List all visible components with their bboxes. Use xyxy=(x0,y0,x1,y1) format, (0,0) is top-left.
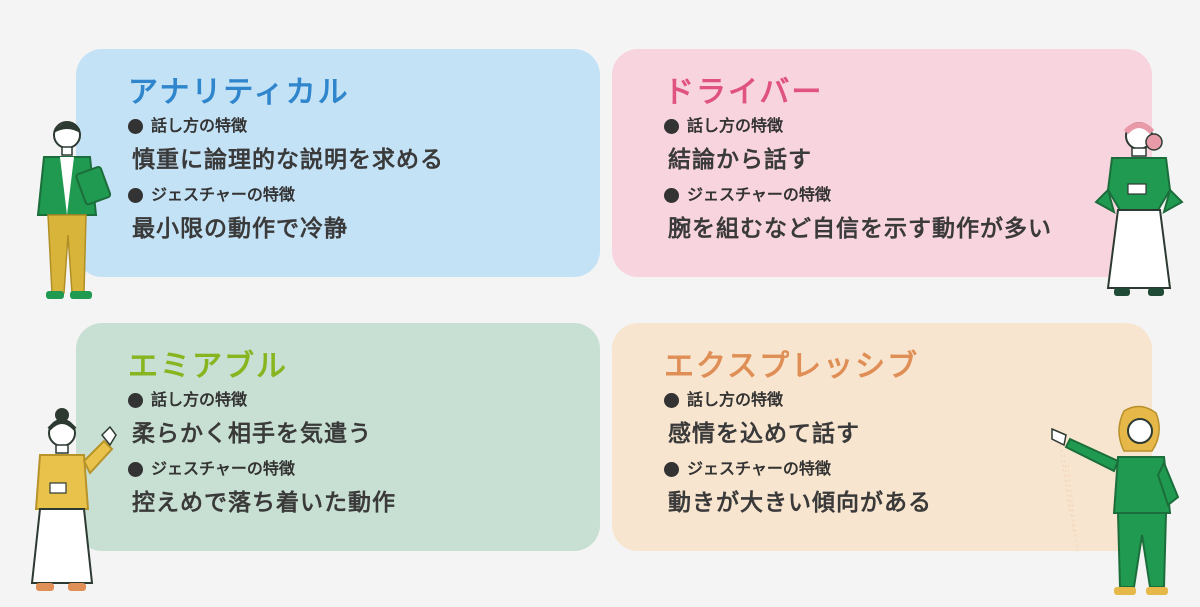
bullet-dot-icon xyxy=(128,118,143,134)
speech-label-text: 話し方の特徴 xyxy=(151,390,248,409)
speech-label-text: 話し方の特徴 xyxy=(687,116,784,135)
person-waving-icon xyxy=(30,408,117,591)
bullet-dot-icon xyxy=(664,118,679,134)
speech-value: 結論から話す xyxy=(668,147,812,173)
gesture-label-text: ジェスチャーの特徴 xyxy=(151,459,295,478)
gesture-label-text: ジェスチャーの特徴 xyxy=(151,185,295,204)
card-title: アナリティカル xyxy=(128,75,350,110)
card-title: エミアブル xyxy=(128,349,288,384)
gesture-section-label: ジェスチャーの特徴 xyxy=(664,458,1152,480)
card-title: ドライバー xyxy=(664,75,824,110)
person-with-book-icon xyxy=(36,121,112,299)
bullet-dot-icon xyxy=(664,392,679,408)
speech-section-label: 話し方の特徴 xyxy=(664,115,1152,137)
bullet-dot-icon xyxy=(664,187,679,203)
bullet-dot-icon xyxy=(128,187,143,203)
speech-value: 慎重に論理的な説明を求める xyxy=(132,147,444,173)
person-hands-on-hips-icon xyxy=(1094,122,1184,296)
speech-section-label: 話し方の特徴 xyxy=(128,389,600,411)
gesture-label-text: ジェスチャーの特徴 xyxy=(687,185,831,204)
card-driver: ドライバー 話し方の特徴 結論から話す ジェスチャーの特徴 腕を組むなど自信を示… xyxy=(612,49,1152,277)
bullet-dot-icon xyxy=(664,461,679,477)
gesture-value: 最小限の動作で冷静 xyxy=(132,216,348,242)
card-analytical: アナリティカル 話し方の特徴 慎重に論理的な説明を求める ジェスチャーの特徴 最… xyxy=(76,49,600,277)
bullet-dot-icon xyxy=(128,392,143,408)
gesture-section-label: ジェスチャーの特徴 xyxy=(664,184,1152,206)
card-title: エクスプレッシブ xyxy=(664,349,920,384)
gesture-value: 動きが大きい傾向がある xyxy=(668,490,932,516)
speech-section-label: 話し方の特徴 xyxy=(128,115,600,137)
gesture-value: 控えめで落ち着いた動作 xyxy=(132,490,396,516)
gesture-section-label: ジェスチャーの特徴 xyxy=(128,184,600,206)
speech-value: 柔らかく相手を気遣う xyxy=(132,421,372,447)
gesture-section-label: ジェスチャーの特徴 xyxy=(128,458,600,480)
card-amiable: エミアブル 話し方の特徴 柔らかく相手を気遣う ジェスチャーの特徴 控えめで落ち… xyxy=(76,323,600,551)
speech-section-label: 話し方の特徴 xyxy=(664,389,1152,411)
gesture-label-text: ジェスチャーの特徴 xyxy=(687,459,831,478)
speech-label-text: 話し方の特徴 xyxy=(687,390,784,409)
person-pointing-icon xyxy=(1051,405,1180,595)
speech-label-text: 話し方の特徴 xyxy=(151,116,248,135)
speech-value: 感情を込めて話す xyxy=(668,421,860,447)
gesture-value: 腕を組むなど自信を示す動作が多い xyxy=(668,216,1052,242)
bullet-dot-icon xyxy=(128,461,143,477)
